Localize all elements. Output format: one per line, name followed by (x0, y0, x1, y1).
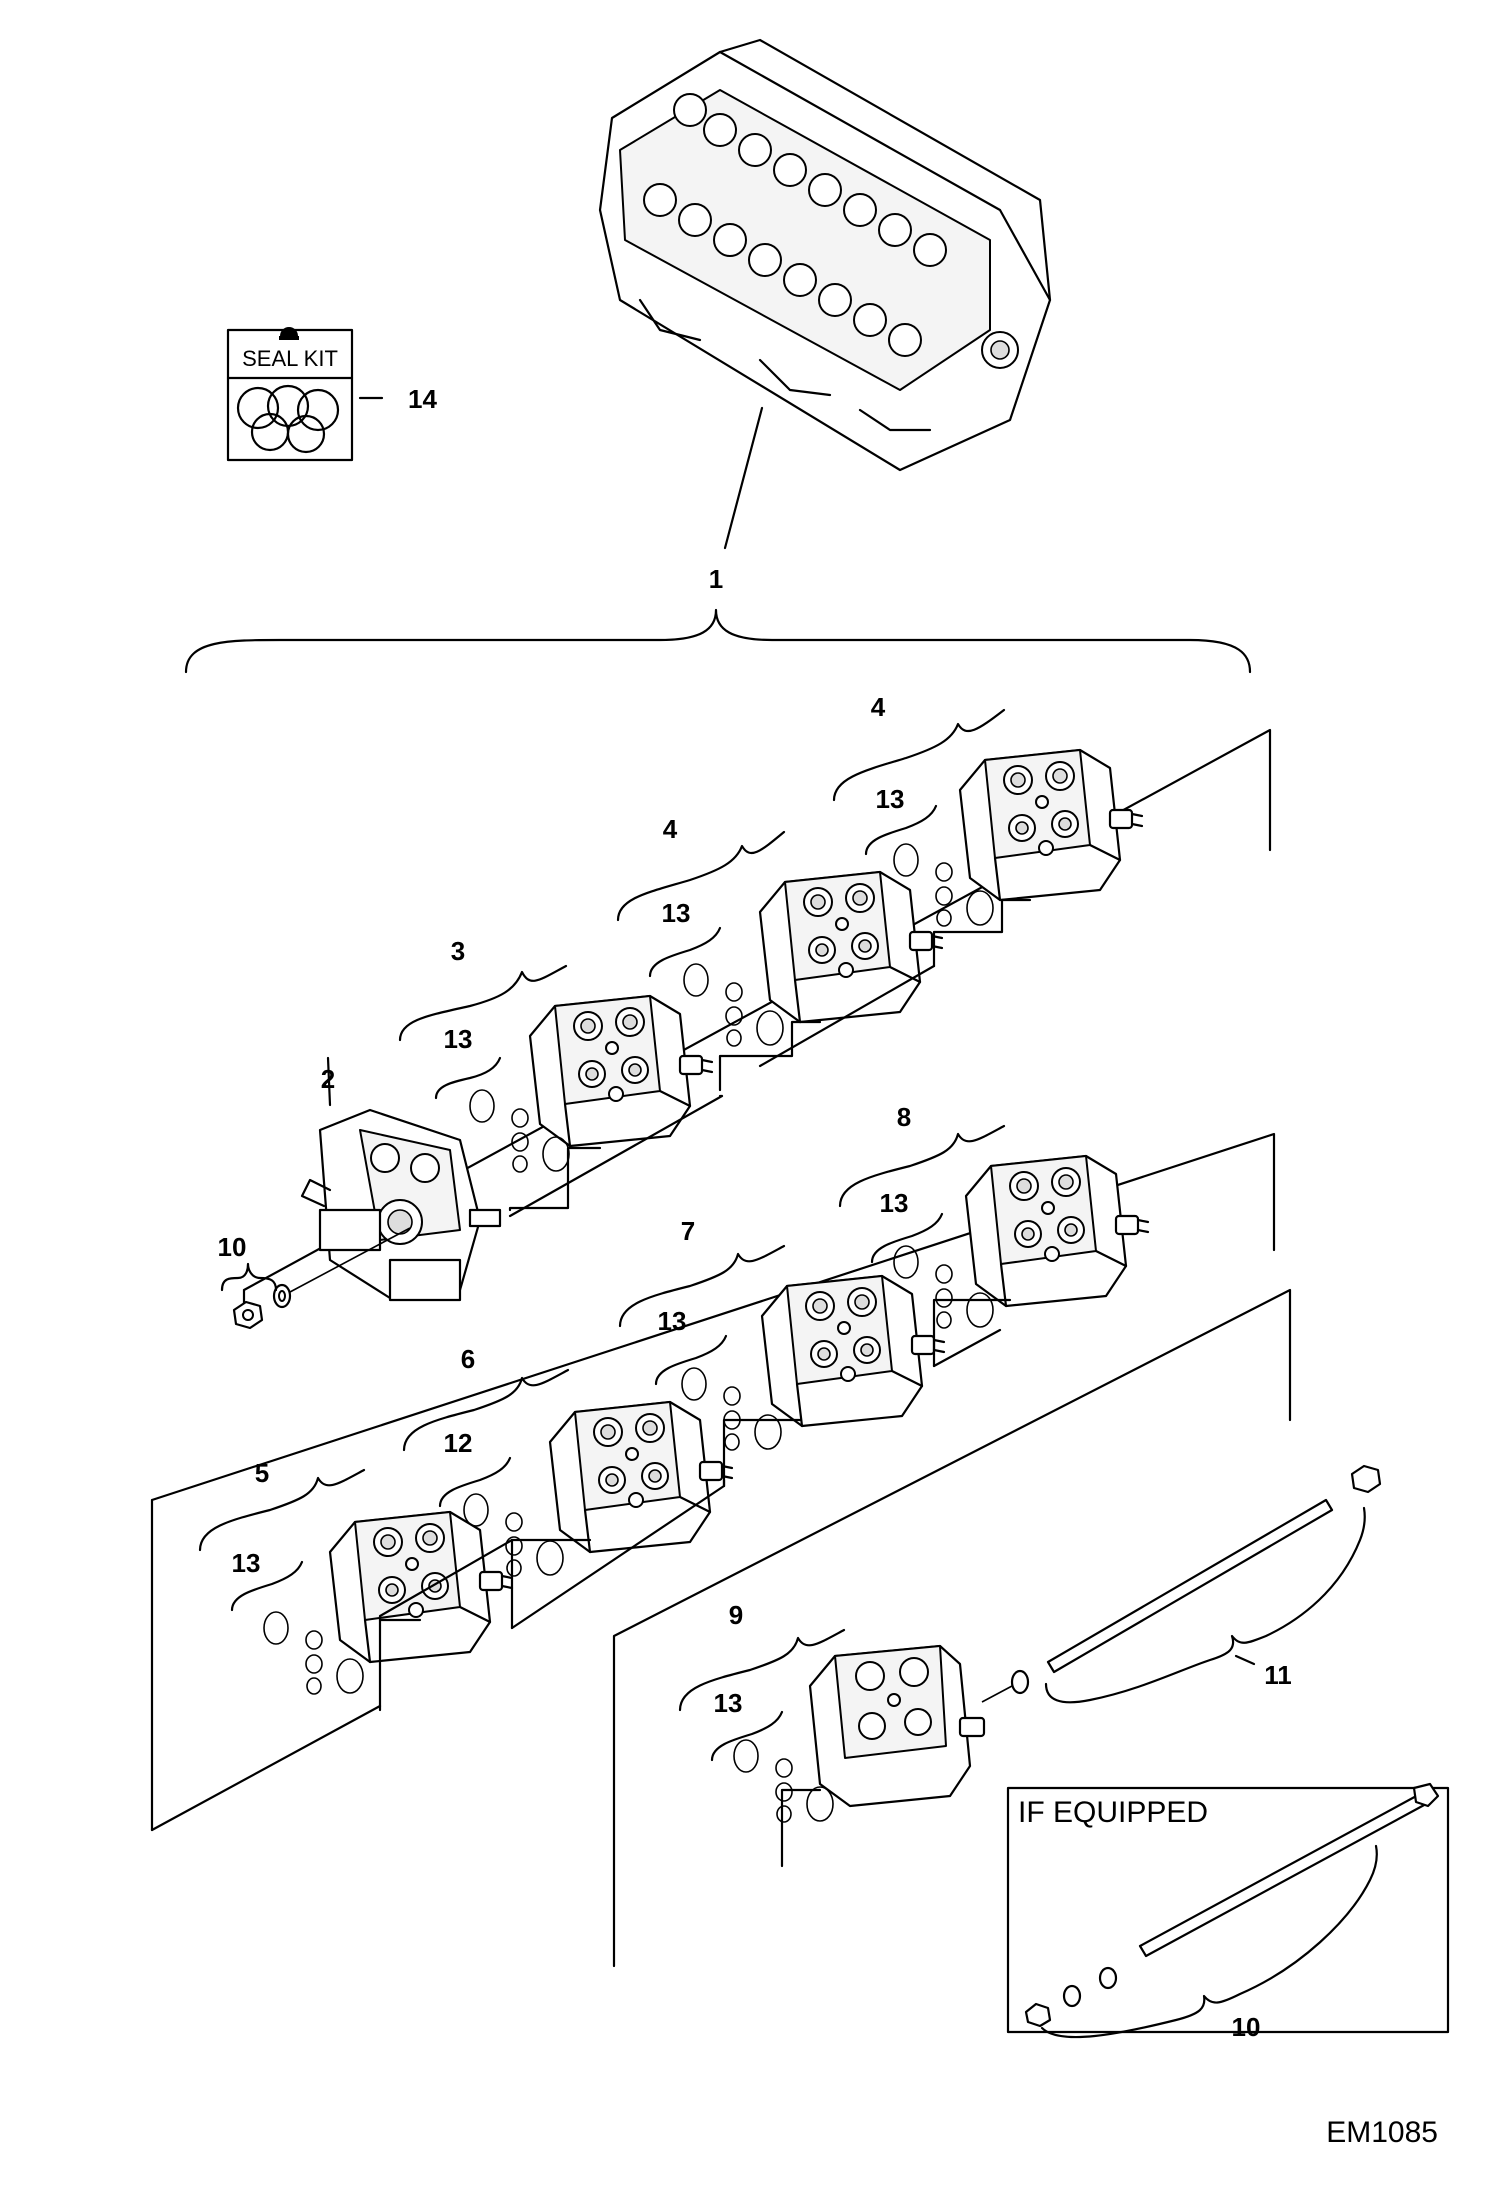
callout-section-4b: 4 (871, 692, 886, 722)
callout-seal-13-g: 13 (714, 1688, 743, 1718)
callout-seal-12: 12 (444, 1428, 473, 1458)
valve-section-3 (528, 994, 714, 1148)
valve-section-4a (758, 870, 944, 1024)
brace-10 (220, 1262, 278, 1292)
callout-nut-washer: 10 (218, 1232, 247, 1262)
leader-line (326, 1056, 332, 1107)
callout-section-7: 7 (681, 1216, 695, 1246)
assembly-brace (184, 608, 1252, 674)
callout-seal-13-b: 13 (662, 898, 691, 928)
brace-3 (398, 964, 568, 1042)
valve-section-5 (328, 1510, 514, 1664)
callout-section-6: 6 (461, 1344, 475, 1374)
callout-section-8: 8 (897, 1102, 911, 1132)
callout-tie-rod-kit: 11 (1264, 1660, 1292, 1690)
brace-11 (1044, 1506, 1366, 1704)
callout-seal-13-d: 13 (880, 1188, 909, 1218)
leader-line (723, 406, 764, 550)
callout-outlet-section: 9 (729, 1600, 743, 1630)
lower-panel-outline (150, 1132, 1276, 1832)
callout-inlet-section: 2 (321, 1064, 335, 1094)
drawing-code: EM1085 (1326, 2116, 1438, 2149)
tie-rod (981, 1464, 1382, 1703)
if-equipped-label: IF EQUIPPED (1018, 1796, 1208, 1829)
callout-seal-13-f: 13 (232, 1548, 261, 1578)
outlet-section (808, 1644, 986, 1808)
callout-section-4a: 4 (663, 814, 678, 844)
if-equipped-box (1006, 1782, 1450, 2039)
callout-seal-13-c: 13 (876, 784, 905, 814)
seal-kit-label: SEAL KIT (242, 346, 338, 371)
nut-washer (232, 1227, 411, 1330)
valve-section-6 (548, 1400, 734, 1554)
callout-assembly: 1 (709, 564, 723, 594)
callout-seal-13-a: 13 (444, 1024, 473, 1054)
valve-section-7 (760, 1274, 946, 1428)
callout-section-3: 3 (451, 936, 465, 966)
inlet-section (300, 1108, 502, 1302)
callout-seal-13-e: 13 (658, 1306, 687, 1336)
seal-kit-box (226, 327, 354, 462)
outlet-panel-outline (612, 1288, 1292, 1968)
valve-section-8 (964, 1154, 1150, 1308)
callout-optional-rod-kit: 10 (1232, 2012, 1261, 2042)
valve-assembly-illustration (598, 38, 1052, 472)
callout-seal-kit: 14 (408, 384, 437, 414)
callout-section-5: 5 (255, 1458, 269, 1488)
valve-section-4b (958, 748, 1144, 902)
